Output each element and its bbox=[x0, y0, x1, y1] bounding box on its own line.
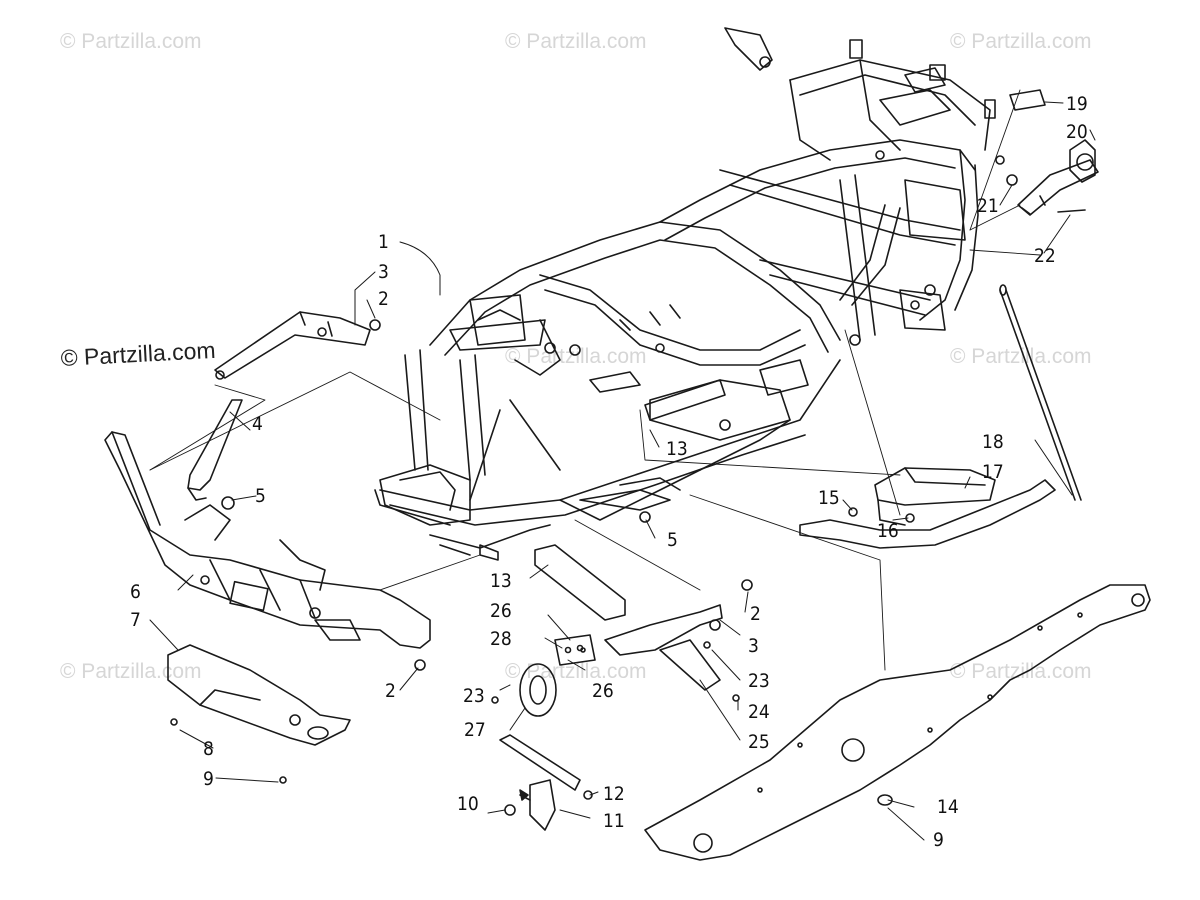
callout-19: 19 bbox=[1066, 93, 1088, 115]
callout-10: 10 bbox=[457, 793, 479, 815]
reference-lines bbox=[149, 89, 1041, 671]
callout-3-right: 3 bbox=[748, 635, 759, 657]
callout-20: 20 bbox=[1066, 121, 1088, 143]
watermark-top-center: © Partzilla.com bbox=[505, 30, 647, 53]
callout-26-bottom: 26 bbox=[592, 680, 614, 702]
callout-6: 6 bbox=[130, 581, 141, 603]
callout-8: 8 bbox=[203, 738, 214, 760]
front-skid-plate bbox=[167, 644, 351, 746]
watermark-mid-right: © Partzilla.com bbox=[950, 345, 1092, 368]
callout-2-top: 2 bbox=[378, 288, 389, 310]
callout-3-left: 3 bbox=[378, 261, 389, 283]
callout-5-left: 5 bbox=[255, 485, 266, 507]
hitch-assembly bbox=[1006, 139, 1099, 216]
footwell-17 bbox=[874, 467, 996, 526]
bracket-3-left bbox=[214, 311, 371, 380]
callout-24: 24 bbox=[748, 701, 770, 723]
callout-21: 21 bbox=[977, 195, 999, 217]
callout-23-left: 23 bbox=[463, 685, 485, 707]
callout-7: 7 bbox=[130, 609, 141, 631]
callout-23-right: 23 bbox=[748, 670, 770, 692]
fasteners bbox=[170, 319, 893, 816]
watermark-bottom-right: © Partzilla.com bbox=[950, 660, 1092, 683]
callout-17: 17 bbox=[982, 461, 1004, 483]
callout-15: 15 bbox=[818, 487, 840, 509]
callout-9-right: 9 bbox=[933, 829, 944, 851]
watermark-bottom-left: © Partzilla.com bbox=[60, 660, 202, 683]
front-bumper bbox=[104, 431, 431, 649]
rear-skid-plate bbox=[644, 584, 1151, 861]
callout-5-center: 5 bbox=[667, 529, 678, 551]
callout-14: 14 bbox=[937, 796, 959, 818]
top-clip bbox=[724, 27, 773, 71]
callout-13-upper: 13 bbox=[666, 438, 688, 460]
callout-16: 16 bbox=[877, 520, 899, 542]
callout-25: 25 bbox=[748, 731, 770, 753]
callout-2-right: 2 bbox=[750, 603, 761, 625]
watermark-mid-center: © Partzilla.com bbox=[505, 345, 647, 368]
leader-lines bbox=[149, 101, 1096, 841]
rod-18 bbox=[999, 284, 1082, 501]
callout-1: 1 bbox=[378, 231, 389, 253]
callout-27: 27 bbox=[464, 719, 486, 741]
foam-pad-13 bbox=[534, 379, 726, 621]
callout-28: 28 bbox=[490, 628, 512, 650]
callout-4: 4 bbox=[252, 413, 263, 435]
callout-labels: 1 3 2 4 5 6 7 8 9 2 10 11 12 13 13 14 15… bbox=[130, 93, 1088, 851]
callout-18: 18 bbox=[982, 431, 1004, 453]
callout-2-bumper: 2 bbox=[385, 680, 396, 702]
callout-22: 22 bbox=[1034, 245, 1056, 267]
callout-13-lower: 13 bbox=[490, 570, 512, 592]
bracket-4 bbox=[187, 399, 243, 501]
callout-9-left: 9 bbox=[203, 768, 214, 790]
watermark-top-left: © Partzilla.com bbox=[60, 30, 202, 53]
horn-assembly bbox=[491, 579, 753, 791]
watermark-top-right: © Partzilla.com bbox=[950, 30, 1092, 53]
main-frame bbox=[374, 39, 1005, 561]
callout-12: 12 bbox=[603, 783, 625, 805]
callout-26-top: 26 bbox=[490, 600, 512, 622]
callout-11: 11 bbox=[603, 810, 625, 832]
bracket-11 bbox=[519, 779, 556, 831]
plate-19 bbox=[1009, 89, 1046, 111]
